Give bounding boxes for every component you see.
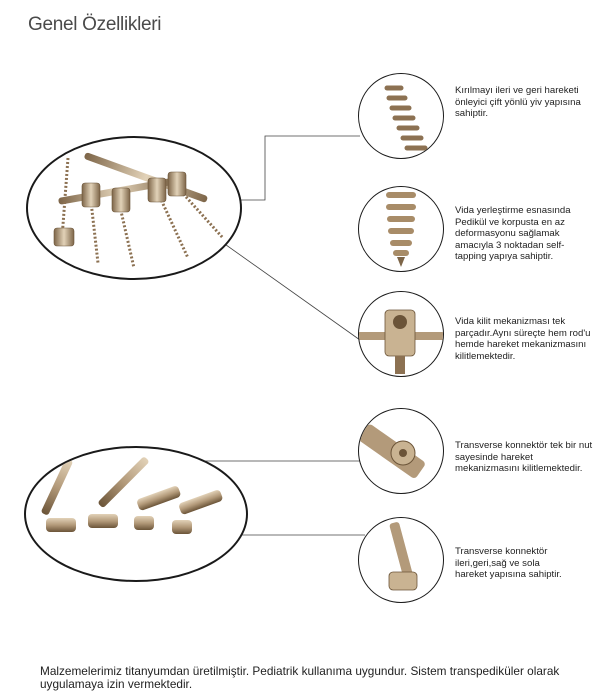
screw-lock-mechanism-image — [359, 309, 443, 374]
feature-text-5: Transverse konnektör ileri,geri,sağ ve s… — [455, 546, 562, 581]
page-title: Genel Özellikleri — [28, 14, 162, 35]
connector-motion-circle — [358, 517, 444, 603]
transverse-nut-image — [359, 424, 425, 478]
transverse-connector-image — [41, 457, 223, 534]
thread-detail-circle — [358, 73, 444, 159]
feature-text-2: Vida yerleştirme esnasında Pedikül ve ko… — [455, 205, 571, 263]
double-thread-screw-image — [384, 85, 428, 151]
connector-nut-circle — [358, 408, 444, 494]
feature-text-4: Transverse konnektör tek bir nut sayesin… — [455, 440, 593, 475]
pedicle-screw-assembly-image — [53, 152, 225, 269]
feature-text-3: Vida kilit mekanizması tek parçadır.Aynı… — [455, 316, 591, 362]
footer-note: Malzemelerimiz titanyumdan üretilmiştir.… — [40, 664, 560, 691]
self-tapping-tip-circle — [358, 186, 444, 272]
transverse-connector-ellipse — [24, 446, 248, 582]
screw-system-ellipse — [26, 136, 242, 280]
feature-text-1: Kırılmayı ileri ve geri hareketi önleyic… — [455, 85, 581, 120]
self-tapping-screw-tip-image — [386, 192, 416, 267]
locking-mechanism-circle — [358, 291, 444, 377]
transverse-connector-motion-image — [388, 522, 418, 591]
